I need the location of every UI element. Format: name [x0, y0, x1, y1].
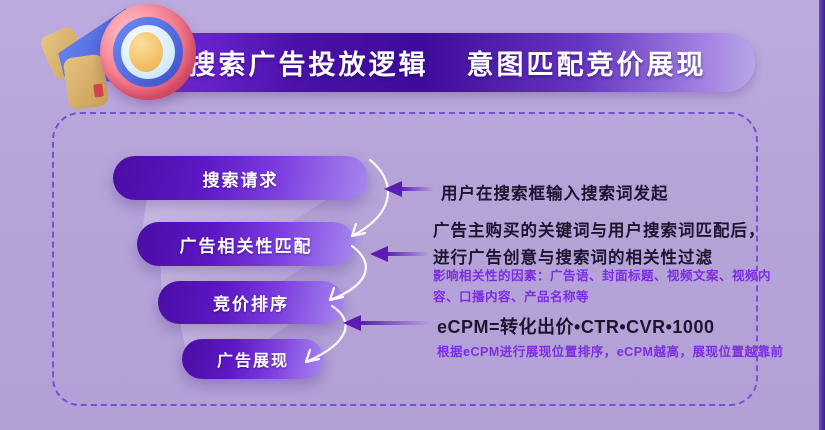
funnel-step-label: 竞价排序 [213, 295, 289, 314]
funnel-step-label: 广告相关性匹配 [179, 236, 313, 256]
annotation-relevance-line-1: 广告主购买的关键词与用户搜索词匹配后， [433, 222, 766, 240]
megaphone-button [93, 83, 104, 98]
funnel-step-bid-ranking: 竞价排序 [158, 281, 344, 324]
annotation-relevance-note: 影响相关性的因素：广告语、封面标题、视频文案、视频内 容、口播内容、产品名称等 [433, 266, 771, 308]
megaphone-rim [100, 4, 196, 100]
megaphone-icon [38, 0, 196, 112]
megaphone-speaker-face [121, 25, 175, 79]
annotation-relevance-note-line-1: 影响相关性的因素：广告语、封面标题、视频文案、视频内 [433, 269, 772, 283]
annotation-ecpm-formula: eCPM=转化出价•CTR•CVR•1000 [437, 317, 715, 337]
header-banner: 搜索广告投放逻辑 意图匹配竞价展现 [140, 33, 755, 92]
funnel-step-relevance-match: 广告相关性匹配 [137, 222, 355, 266]
page-title-part-2: 意图匹配竞价展现 [466, 50, 707, 80]
funnel-step-ad-display: 广告展现 [182, 339, 324, 379]
page-title-part-1: 搜索广告投放逻辑 [188, 50, 429, 80]
content-card-border [52, 112, 758, 406]
annotation-ecpm-note: 根据eCPM进行展现位置排序，eCPM越高，展现位置越靠前 [437, 345, 784, 359]
right-edge-strip [819, 0, 825, 430]
annotation-relevance-note-line-2: 容、口播内容、产品名称等 [433, 290, 590, 304]
megaphone-speaker-core [129, 32, 163, 72]
funnel-step-label: 搜索请求 [202, 170, 279, 190]
funnel-step-search-request: 搜索请求 [113, 156, 368, 200]
annotation-search-request: 用户在搜索框输入搜索词发起 [441, 185, 669, 203]
annotation-relevance-line-2: 进行广告创意与搜索词的相关性过滤 [433, 249, 713, 267]
annotation-relevance-match: 广告主购买的关键词与用户搜索词匹配后， 进行广告创意与搜索词的相关性过滤 [433, 218, 766, 272]
megaphone-inner-ring [113, 17, 183, 87]
funnel-step-label: 广告展现 [216, 353, 289, 370]
